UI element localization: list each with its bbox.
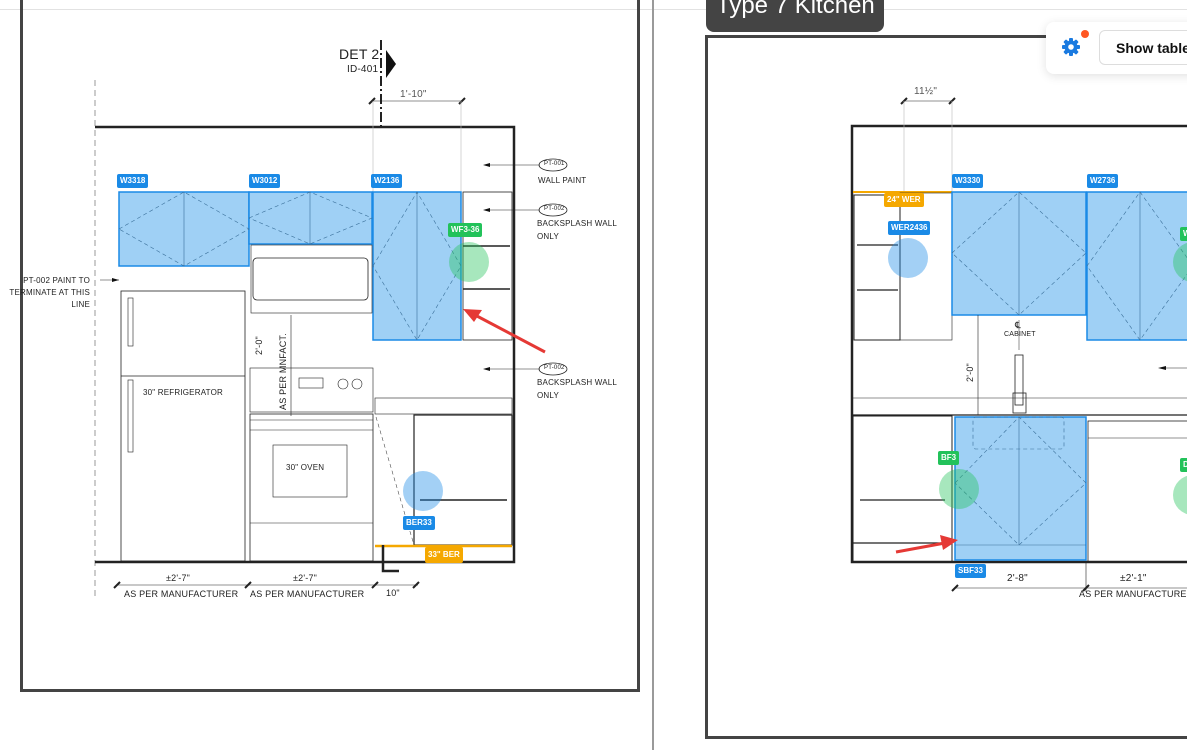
tag-w3012[interactable]: W3012	[249, 174, 281, 188]
red-arrow	[895, 541, 946, 554]
dim-vertical: 2'-0"	[254, 336, 264, 355]
note-backsplash: BACKSPLASH WALL	[537, 378, 618, 387]
marker-green	[1173, 475, 1187, 515]
dim-sub: AS PER MANUFACTURER	[250, 589, 365, 599]
note-cabinet: CABINET	[1004, 331, 1036, 338]
tag-w2736[interactable]: W2736	[1087, 174, 1119, 188]
left-drawing	[94, 40, 568, 600]
tag-ber33[interactable]: BER33	[403, 516, 435, 530]
base-cabinet-left	[852, 415, 953, 563]
marker-blue	[888, 238, 928, 278]
page-divider	[652, 0, 654, 750]
cabinet-w3012	[248, 191, 373, 245]
note-only: ONLY	[537, 232, 559, 241]
faucet	[1014, 354, 1024, 406]
marker-green	[1173, 242, 1187, 282]
microwave	[252, 257, 369, 301]
marker-green	[939, 469, 979, 509]
wall-outline	[850, 124, 1187, 564]
note-wall-paint: WALL PAINT	[538, 176, 587, 185]
cabinet-w2736	[1086, 191, 1187, 341]
centerline-symbol: ℄	[1015, 320, 1021, 330]
tag-partial[interactable]: W	[1180, 227, 1187, 241]
tag-w3318[interactable]: W3318	[117, 174, 149, 188]
tag-wf3-36[interactable]: WF3-36	[448, 223, 483, 237]
dim-bottom: ±2'-1"	[1120, 573, 1147, 584]
note-terminate: TERMINATE AT THIS	[9, 288, 90, 297]
tag-bf3[interactable]: BF3	[938, 451, 960, 465]
open-shelf-upper	[462, 191, 513, 341]
note-terminate: PT-002 PAINT TO	[23, 276, 90, 285]
section-arrow	[386, 50, 396, 78]
range-backguard	[249, 367, 374, 413]
cabinet-sbf33	[954, 416, 1087, 561]
right-drawing	[850, 97, 1187, 592]
tag-sbf33[interactable]: SBF33	[955, 564, 986, 578]
right-sheet[interactable]	[705, 35, 1187, 739]
tag-wer2436[interactable]: WER2436	[888, 221, 931, 235]
dim-sub: AS PER MANUFACTURER	[124, 589, 239, 599]
tag-w3330[interactable]: W3330	[952, 174, 984, 188]
dim-bottom: ±2'-7"	[293, 573, 318, 583]
tag-33-ber[interactable]: 33" BER	[425, 547, 463, 563]
oven-window	[272, 444, 348, 498]
dishwasher	[1087, 420, 1187, 563]
dim-vertical-sub: AS PER MNFACT.	[278, 333, 288, 410]
wall-outline	[95, 125, 516, 564]
top-divider	[0, 9, 1187, 10]
dim-vertical: 2'-0"	[965, 363, 975, 382]
oven	[249, 413, 374, 562]
dim-bottom: ±2'-7"	[166, 573, 191, 583]
oven-label: 30" OVEN	[286, 463, 325, 472]
fridge-label: 30" REFRIGERATOR	[143, 388, 223, 397]
dim-bottom: 10"	[386, 588, 400, 598]
section-title: DET 2	[339, 46, 380, 62]
section-ref: ID-401	[347, 64, 379, 75]
marker-green	[449, 242, 489, 282]
dim-bottom: 2'-8"	[1007, 573, 1028, 584]
marker-blue	[403, 471, 443, 511]
dim-top: 1'-10"	[400, 89, 427, 100]
sheet-title: Type 7 Kitchen	[706, 0, 884, 32]
note-only: ONLY	[537, 391, 559, 400]
refrigerator	[120, 290, 246, 562]
notification-dot	[1081, 30, 1089, 38]
gear-icon[interactable]	[1061, 37, 1081, 57]
note-terminate: LINE	[71, 300, 90, 309]
note-backsplash: BACKSPLASH WALL	[537, 219, 618, 228]
dim-top: 11½"	[914, 86, 938, 97]
left-sheet[interactable]	[20, 0, 640, 692]
show-table-button[interactable]: Show table	[1099, 30, 1187, 65]
tag-partial[interactable]: D	[1180, 458, 1187, 472]
red-arrow	[474, 313, 546, 354]
tag-w2136[interactable]: W2136	[371, 174, 403, 188]
note-pt002: PT-002	[544, 206, 565, 212]
note-pt002: PT-002	[544, 365, 565, 371]
note-pt001: PT-001	[544, 161, 565, 167]
dim-sub: AS PER MANUFACTURER	[1079, 589, 1187, 599]
tag-24-wer[interactable]: 24" WER	[884, 193, 924, 207]
